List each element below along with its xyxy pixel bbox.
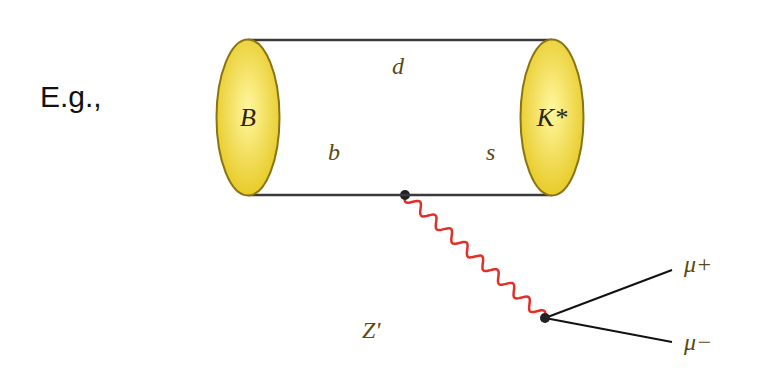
diagram-label: s — [486, 140, 495, 164]
diagram-label: Z' — [362, 318, 380, 342]
quark-line — [248, 39, 552, 42]
particle-label: E.g., — [40, 80, 102, 113]
diagram-label: μ− — [684, 330, 712, 354]
particle-label: Z' — [362, 317, 380, 343]
diagram-label: b — [328, 140, 340, 164]
quark-line — [248, 194, 552, 197]
edge-label-box: d — [392, 54, 404, 78]
boson-propagator — [405, 195, 546, 318]
meson-ellipse — [521, 40, 584, 196]
muon-line — [545, 318, 672, 342]
quark-label: d — [392, 53, 404, 79]
meson-ellipse — [217, 40, 280, 196]
particle-label: μ+ — [684, 251, 712, 277]
diagram-label: μ+ — [684, 252, 712, 276]
particle-label: s — [486, 139, 495, 165]
muon-line — [545, 270, 672, 318]
particle-label: μ− — [684, 329, 712, 355]
meson-blob: K* — [519, 38, 585, 197]
meson-name: B — [240, 103, 256, 133]
meson-blob: B — [215, 38, 281, 197]
particle-label: b — [328, 139, 340, 165]
meson-name: K* — [537, 103, 567, 133]
diagram-label: E.g., — [40, 82, 102, 112]
vertex-dot — [540, 313, 550, 323]
